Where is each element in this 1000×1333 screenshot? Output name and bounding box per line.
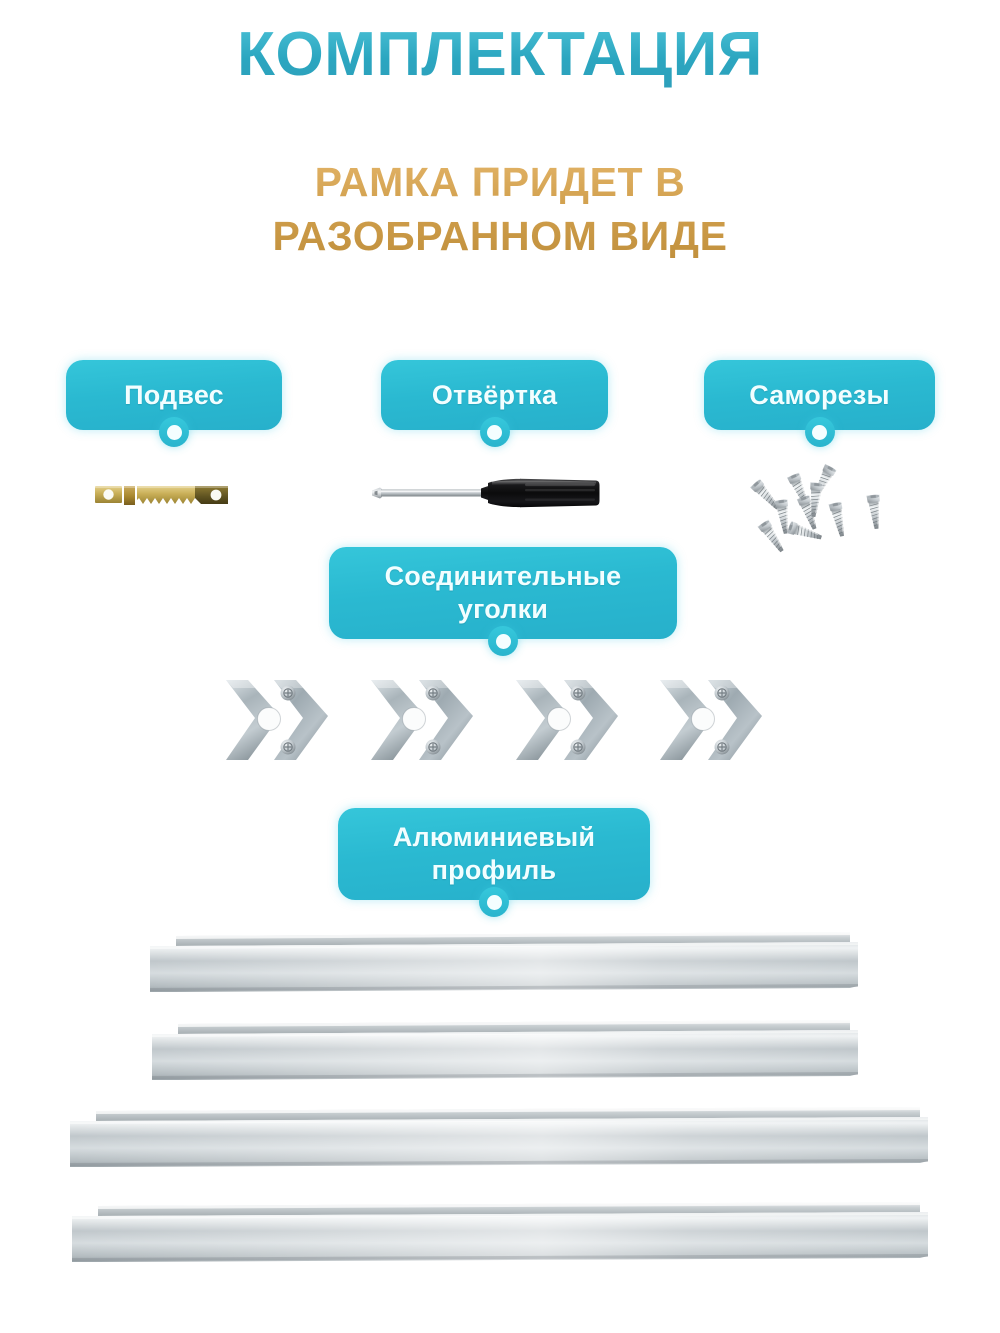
- corner-brackets-group: [222, 672, 782, 768]
- bracket-unit: [225, 679, 329, 761]
- pin-marker-icon: [479, 887, 509, 917]
- pin-marker-icon: [804, 417, 835, 447]
- screws-icon: [745, 455, 925, 575]
- callout-hanger: Подвес: [66, 360, 282, 447]
- aluminium-profile-bar: [70, 1105, 928, 1177]
- pin-marker-icon: [488, 626, 518, 656]
- page-title: КОМПЛЕКТАЦИЯ: [0, 18, 1000, 92]
- callout-profile: Алюминиевый профиль: [338, 808, 650, 917]
- page-subtitle: РАМКА ПРИДЕТ В РАЗОБРАННОМ ВИДЕ: [0, 155, 1000, 263]
- bracket-unit: [370, 679, 474, 761]
- callout-profile-label: Алюминиевый профиль: [392, 822, 596, 885]
- bracket-unit: [659, 679, 763, 761]
- page-subtitle-line-1: РАМКА ПРИДЕТ В: [314, 159, 686, 205]
- callout-screws: Саморезы: [704, 360, 935, 447]
- callout-screws-label: Саморезы: [749, 380, 890, 410]
- callout-brackets-label: Соединительные уголки: [384, 561, 622, 624]
- hanger-icon: [95, 485, 230, 511]
- page-subtitle-line-2: РАЗОБРАННОМ ВИДЕ: [272, 213, 728, 259]
- pin-marker-icon: [479, 417, 510, 447]
- aluminium-profile-bar: [152, 1018, 858, 1090]
- screwdriver-icon: [370, 470, 600, 518]
- bracket-unit: [515, 679, 619, 761]
- callout-screwdriver-label: Отвёртка: [431, 380, 558, 410]
- aluminium-profile-bar: [150, 930, 858, 1002]
- callout-brackets: Соединительные уголки: [329, 547, 677, 656]
- pin-marker-icon: [159, 417, 189, 447]
- aluminium-profile-bar: [72, 1200, 928, 1272]
- callout-hanger-label: Подвес: [124, 380, 224, 410]
- callout-screwdriver: Отвёртка: [381, 360, 608, 447]
